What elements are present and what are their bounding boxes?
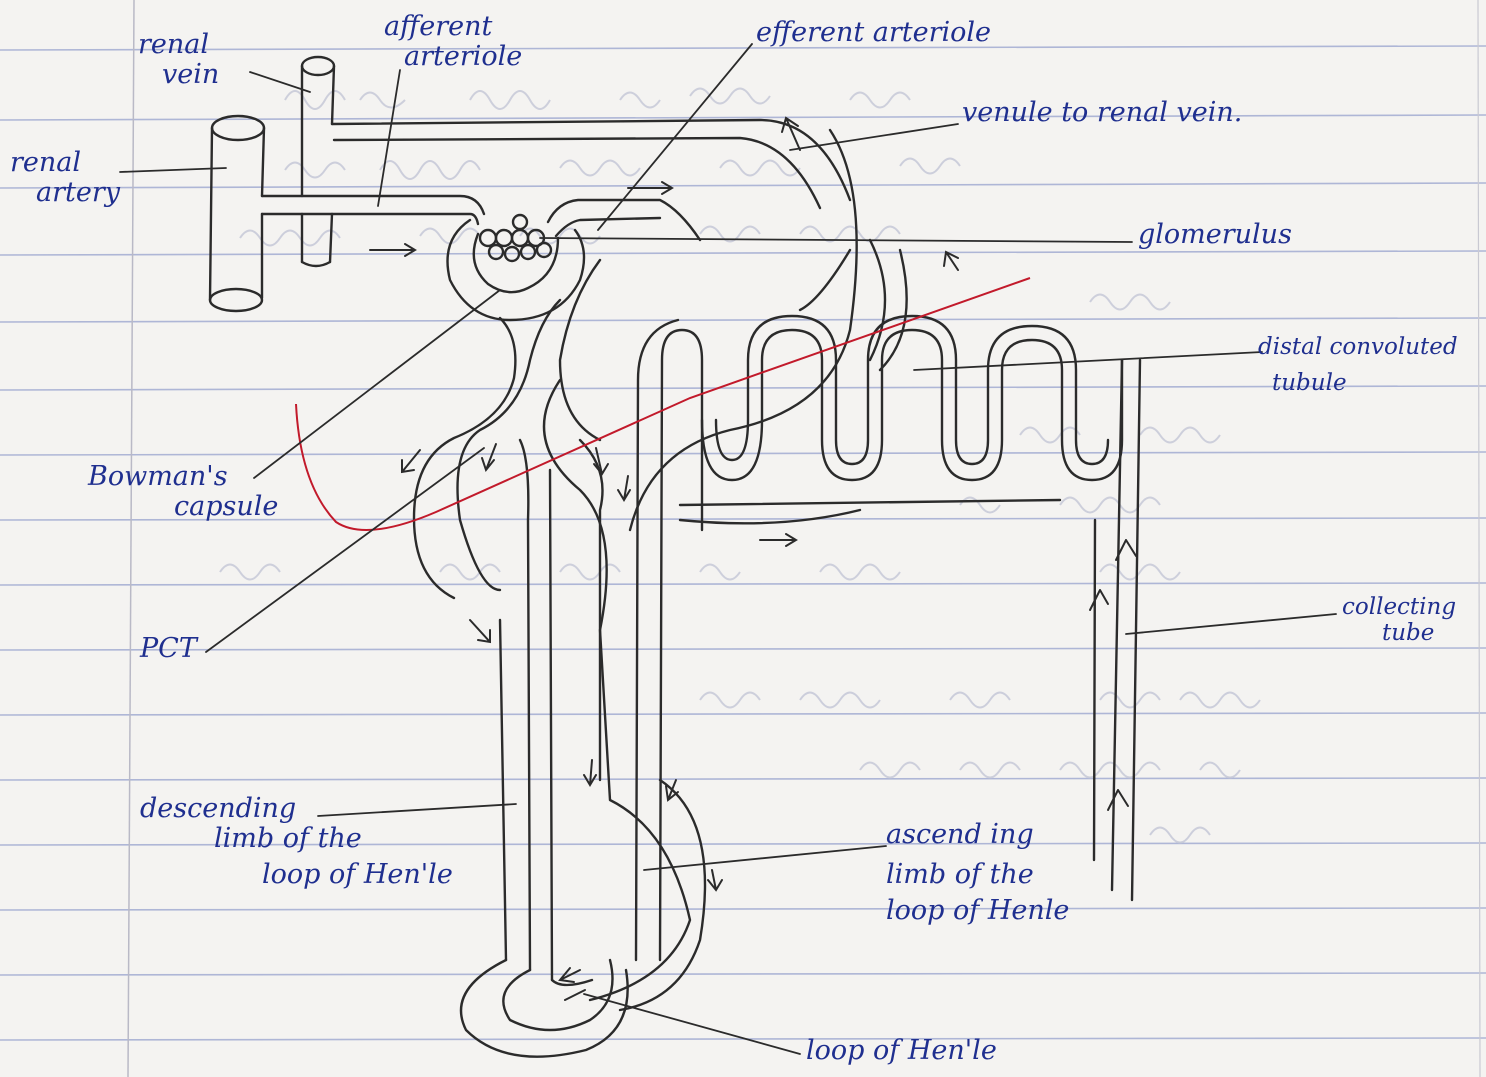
pointer-dct bbox=[914, 352, 1262, 370]
label-afferent-line2: arteriole bbox=[384, 42, 522, 72]
label-descending-line2: limb of the bbox=[140, 824, 453, 854]
label-renal-artery-line2: artery bbox=[10, 178, 120, 208]
label-glomerulus: glomerulus bbox=[1138, 220, 1292, 250]
label-ascending-line2: limb of the bbox=[886, 850, 1069, 890]
renal-artery-vessel bbox=[210, 116, 264, 311]
label-bowmans-line2: capsule bbox=[88, 492, 278, 522]
label-collecting-line2: tube bbox=[1342, 620, 1456, 646]
renal-vein-vessel bbox=[302, 57, 334, 266]
label-dct-line1: distal convoluted bbox=[1258, 334, 1458, 360]
label-bowmans-line1: Bowman's bbox=[88, 462, 278, 492]
label-distal-convoluted-tubule: distal convoluted tubule bbox=[1258, 334, 1458, 396]
label-renal-artery-line1: renal bbox=[10, 148, 120, 178]
pointer-venule bbox=[790, 124, 958, 150]
label-loop-of-henle: loop of Hen'le bbox=[806, 1036, 997, 1066]
label-efferent-arteriole: efferent arteriole bbox=[756, 18, 991, 48]
pointer-afferent-arteriole bbox=[378, 70, 400, 206]
pointer-loop-of-henle bbox=[584, 994, 800, 1054]
ruled-lines bbox=[0, 46, 1486, 1040]
collecting-tube bbox=[1112, 360, 1122, 890]
label-venule-to-renal-vein: venule to renal vein. bbox=[962, 98, 1242, 128]
pointer-ascending-limb bbox=[644, 846, 886, 870]
label-ascending-line1: ascend ing bbox=[886, 820, 1069, 850]
label-ascending-limb: ascend ing limb of the loop of Henle bbox=[886, 820, 1069, 926]
label-descending-line1: descending bbox=[140, 794, 453, 824]
bowmans-capsule-outline bbox=[448, 220, 585, 320]
label-renal-vein: renal vein bbox=[138, 30, 219, 90]
label-descending-limb: descending limb of the loop of Hen'le bbox=[140, 794, 453, 890]
label-renal-artery: renal artery bbox=[10, 148, 120, 208]
pointer-collecting-tube bbox=[1126, 614, 1336, 634]
label-afferent-arteriole: afferent arteriole bbox=[384, 12, 522, 72]
distal-convoluted-tubule bbox=[702, 330, 1122, 480]
label-collecting-line1: collecting bbox=[1342, 594, 1456, 620]
label-afferent-line1: afferent bbox=[384, 12, 522, 42]
bleed-through-text bbox=[220, 89, 1260, 843]
label-renal-vein-line2: vein bbox=[138, 60, 219, 90]
margin-line bbox=[128, 0, 134, 1077]
label-dct-line2: tubule bbox=[1258, 360, 1458, 396]
pointer-renal-artery bbox=[120, 168, 226, 172]
label-bowmans-capsule: Bowman's capsule bbox=[88, 462, 278, 522]
label-ascending-line3: loop of Henle bbox=[886, 890, 1069, 926]
right-edge-line bbox=[1478, 0, 1480, 1077]
label-pct: PCT bbox=[140, 634, 197, 664]
label-descending-line3: loop of Hen'le bbox=[140, 854, 453, 890]
label-renal-vein-line1: renal bbox=[138, 30, 219, 60]
label-collecting-tube: collecting tube bbox=[1342, 594, 1456, 646]
